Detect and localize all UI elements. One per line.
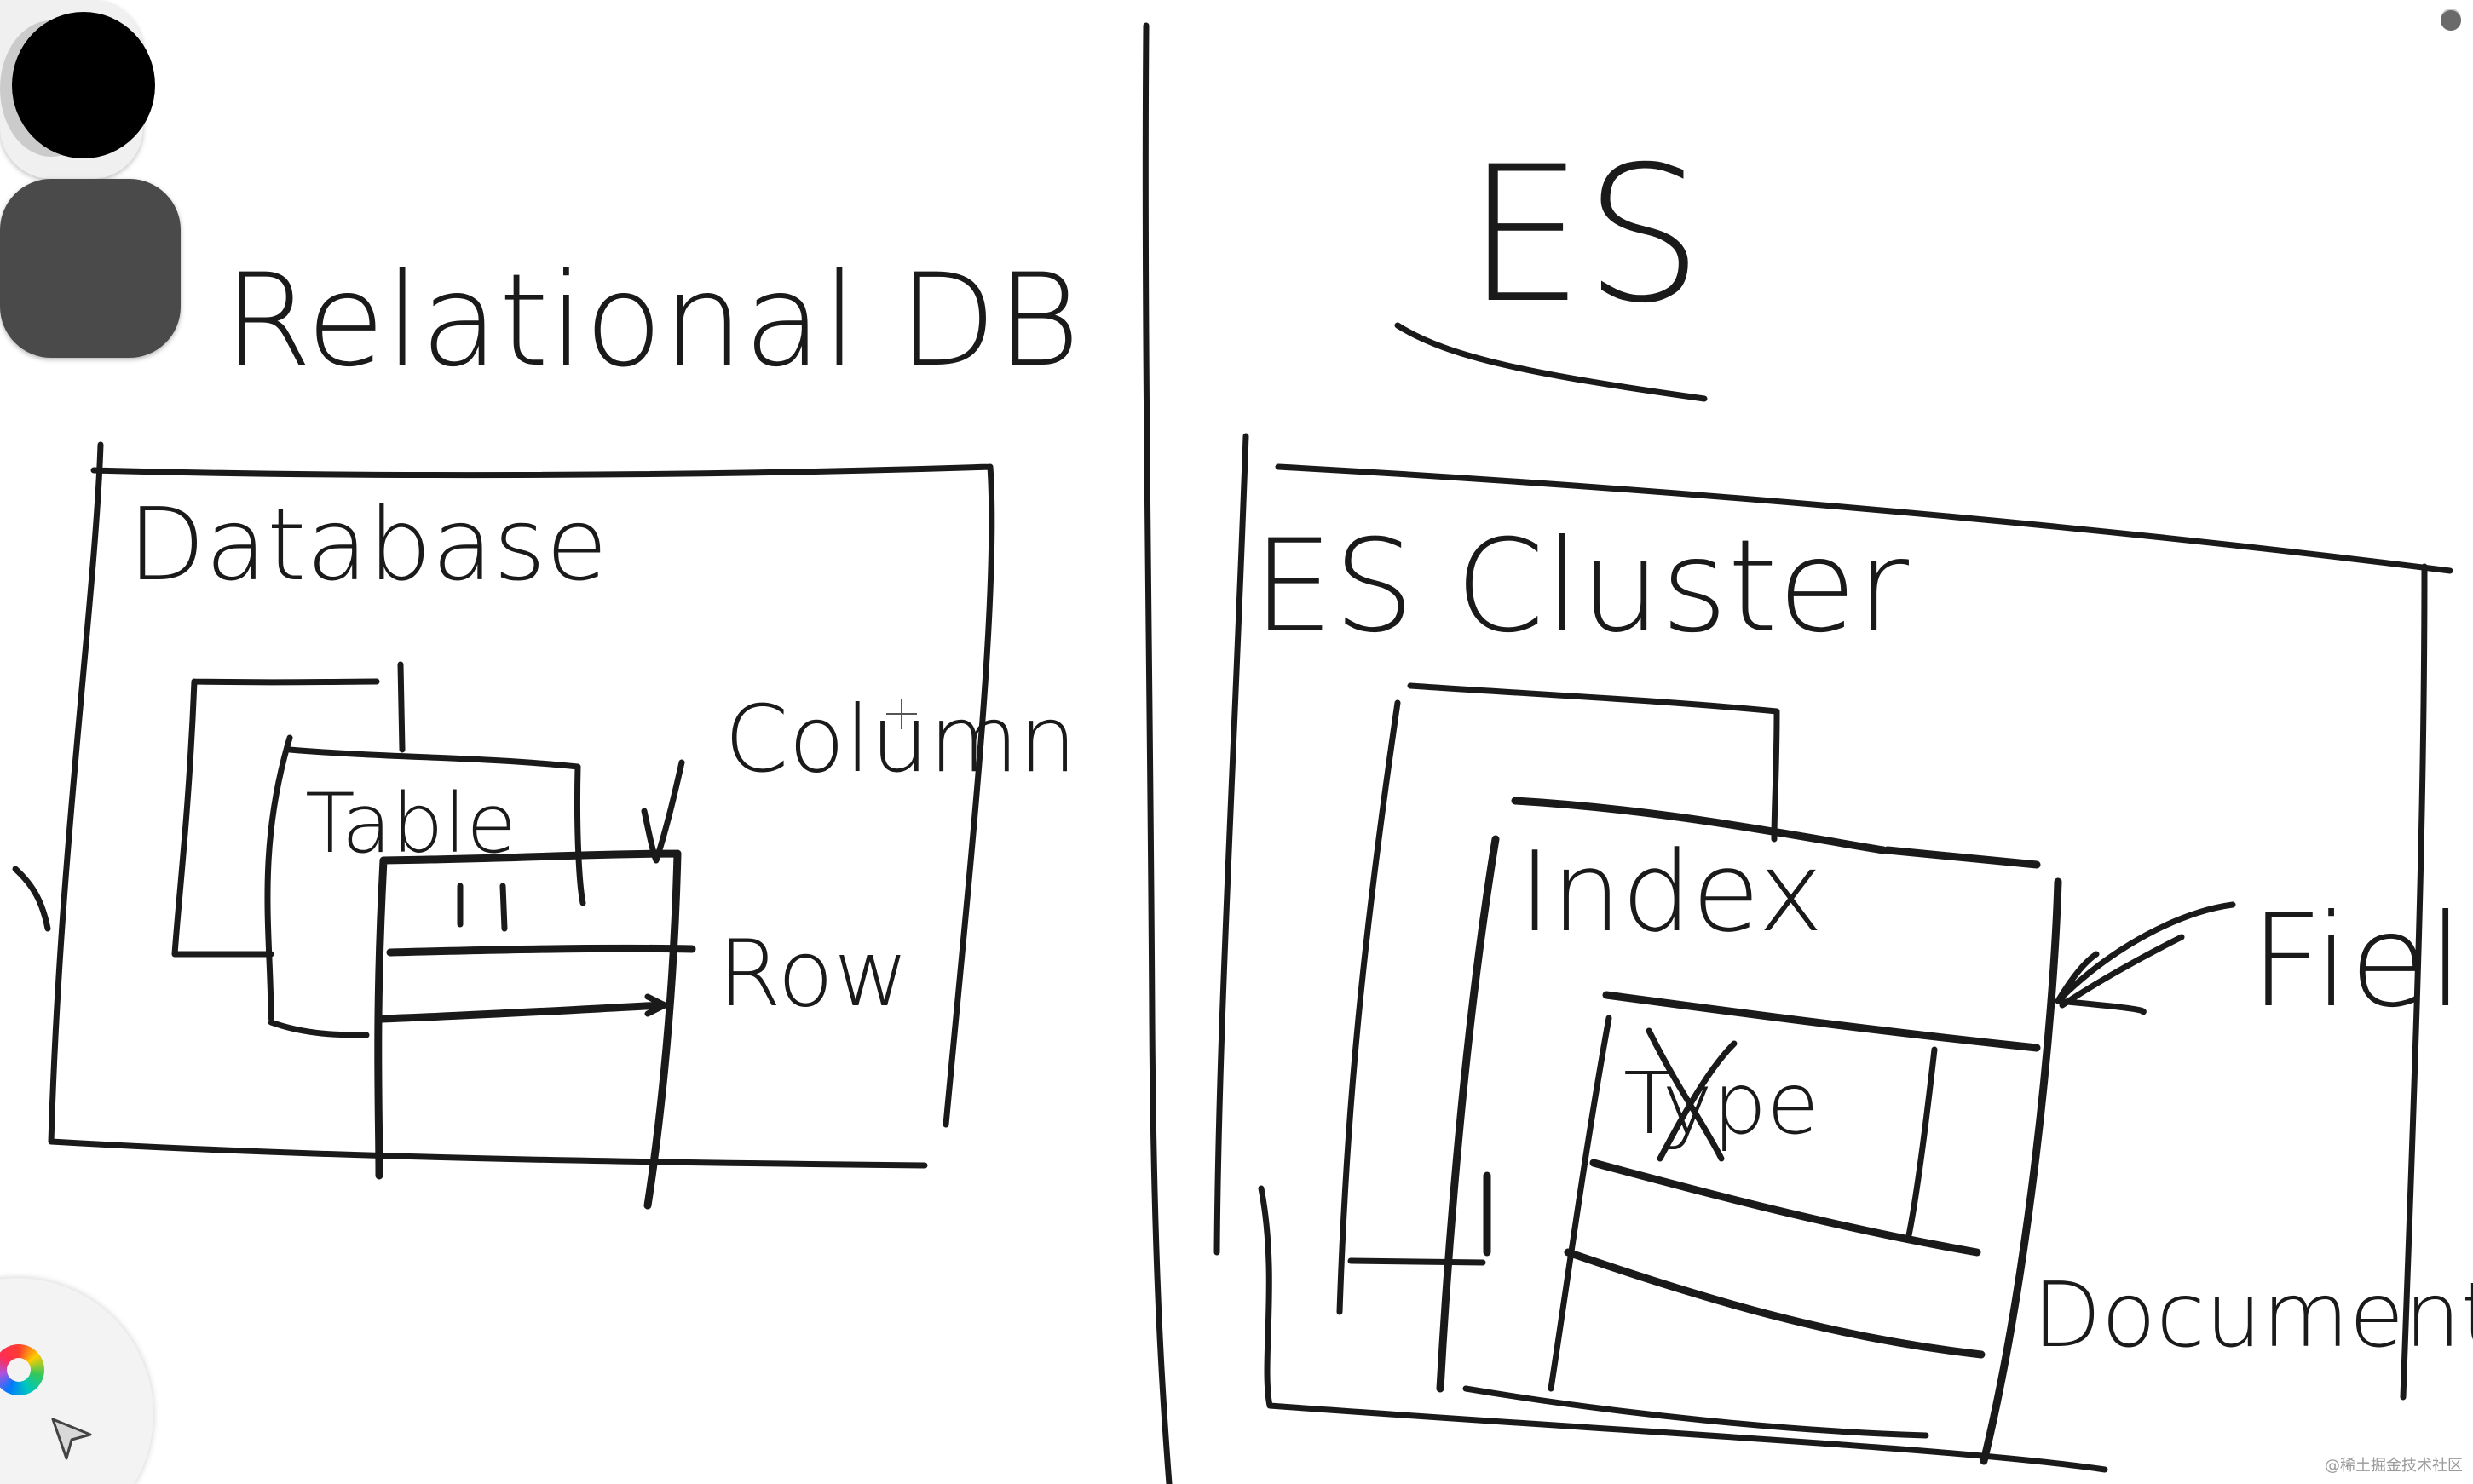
index-mid-rect	[1436, 797, 2062, 1465]
right-title: ES	[1466, 126, 1703, 344]
database-label: Database	[128, 486, 608, 603]
row-arrow	[644, 993, 668, 1017]
es-cluster-box	[1213, 433, 2453, 1473]
column-label: Column	[724, 687, 1077, 793]
database-box-notch	[12, 866, 51, 932]
field-label: Field	[2250, 888, 2473, 1036]
row-label: Row	[718, 921, 909, 1027]
table-front-rect	[374, 849, 682, 1210]
field-arrow	[2055, 901, 2236, 1015]
black-color-fill	[12, 12, 155, 158]
table-middle-rect	[264, 661, 586, 1038]
table-back-rect	[171, 678, 380, 958]
document-row-line	[1589, 1159, 1981, 1257]
database-box	[48, 441, 995, 1169]
es-cluster-label: ES Cluster	[1253, 513, 1909, 661]
center-divider-line	[1142, 22, 1173, 1484]
index-label: Index	[1519, 827, 1824, 957]
table-cell-marks	[457, 883, 508, 932]
document-label: Document	[2032, 1263, 2473, 1367]
type-left-line	[1548, 1015, 1612, 1392]
black-color-swatch[interactable]	[0, 10, 2461, 358]
title-underline	[1394, 322, 1708, 402]
table-row-line-2	[378, 1001, 667, 1023]
pointer-tool-icon[interactable]	[48, 1414, 95, 1462]
watermark-text: @稀土掘金技术社区	[2325, 1457, 2463, 1475]
type-label: Type	[1623, 1054, 1819, 1153]
index-back-rect	[1336, 682, 1780, 1315]
left-title: Relational DB	[223, 247, 1081, 395]
table-row-line	[386, 944, 696, 957]
crosshair-cursor-icon	[886, 699, 917, 729]
type-right-line	[1905, 1046, 1938, 1239]
color-wheel-icon[interactable]	[0, 1344, 44, 1395]
type-strike-mark	[1646, 1027, 1738, 1162]
column-arrow	[641, 759, 685, 864]
document-row-line-2	[1564, 1248, 1986, 1359]
type-top-line	[1602, 991, 2041, 1052]
swatch-indicator-dot	[2441, 10, 2461, 31]
document-bottom-line	[1462, 1385, 1929, 1439]
